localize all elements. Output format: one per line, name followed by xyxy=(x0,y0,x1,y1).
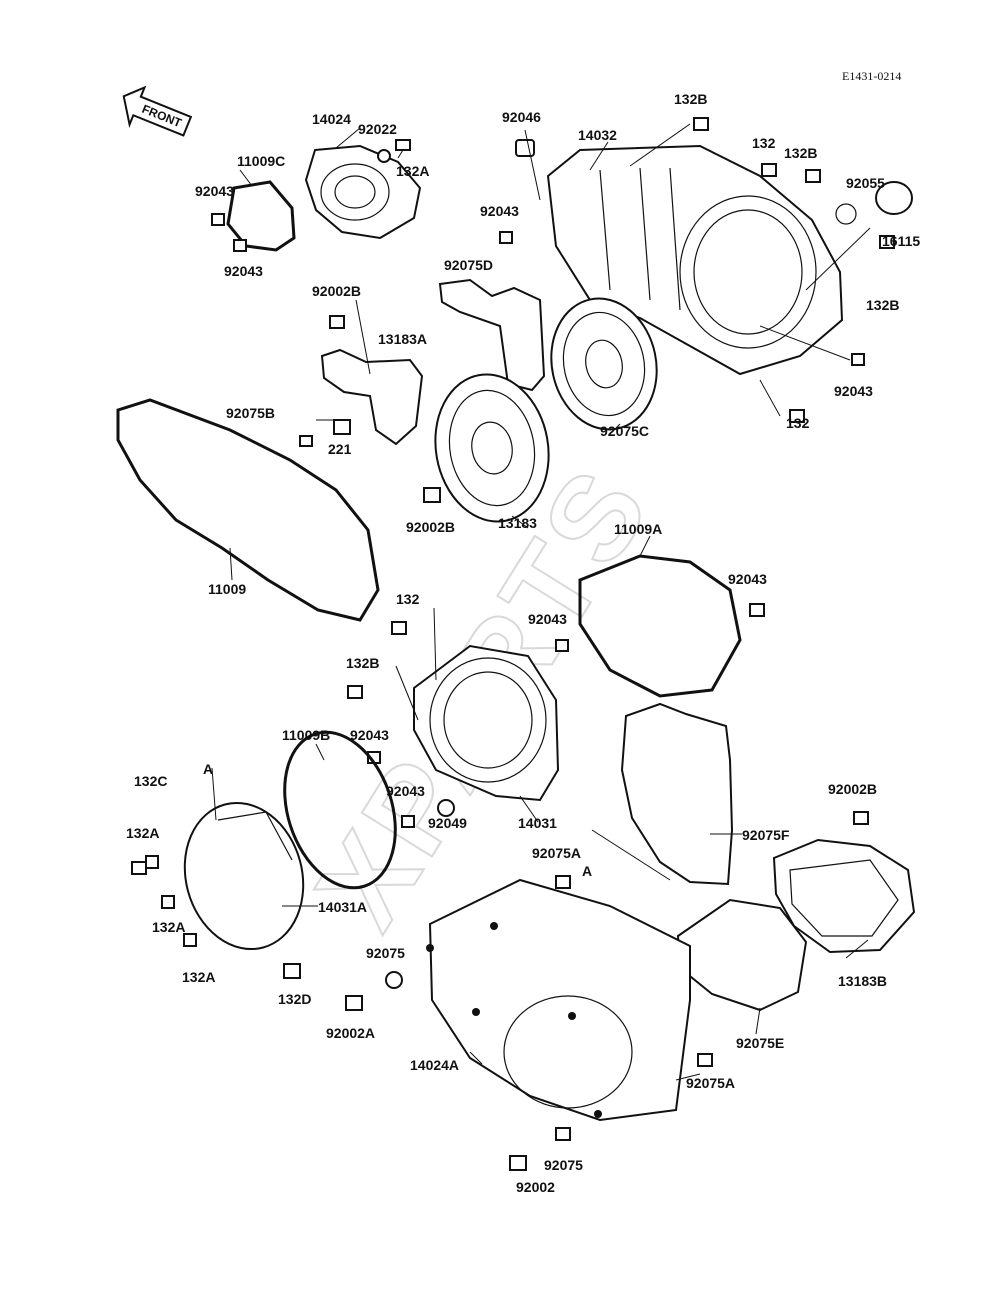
callout-label: 132C xyxy=(134,773,167,789)
callout-label: 132A xyxy=(182,969,215,985)
filter-92075c xyxy=(550,297,658,431)
callout-label: 92075B xyxy=(226,405,275,421)
callout-label: 92049 xyxy=(428,815,467,831)
gasket-11009c xyxy=(226,180,296,252)
bracket-92075d xyxy=(438,278,546,392)
callout-label: 92043 xyxy=(350,727,389,743)
callout-label: 13183B xyxy=(838,973,887,989)
callout-label: 11009 xyxy=(208,581,246,597)
callout-label: 132D xyxy=(278,991,311,1007)
callout-label: 132B xyxy=(346,655,379,671)
callout-label: 13183 xyxy=(498,515,537,531)
callout-label: 132 xyxy=(752,135,776,151)
callout-label: 92043 xyxy=(480,203,519,219)
gasket-11009 xyxy=(116,398,380,622)
callout-label: 14024 xyxy=(312,111,351,127)
callout-label: 221 xyxy=(328,441,352,457)
callout-label: 92022 xyxy=(358,121,397,137)
callout-label: 11009B xyxy=(282,727,330,743)
gasket-11009b xyxy=(283,730,397,890)
filter-13183b xyxy=(772,811,916,954)
callout-label: A xyxy=(203,761,213,777)
callout-label: 92075F xyxy=(742,827,790,843)
outer-cover-14024a xyxy=(426,878,691,1122)
callout-label: 92075D xyxy=(444,257,493,273)
callout-label: 132B xyxy=(784,145,817,161)
callout-label: 92046 xyxy=(502,109,541,125)
callout-label: 11009C xyxy=(237,153,285,169)
callout-label: 132B xyxy=(866,297,899,313)
callout-label: 92075C xyxy=(600,423,649,439)
callout-label: 132 xyxy=(396,591,420,607)
callout-label: 92002 xyxy=(516,1179,555,1195)
cover-14031a xyxy=(183,801,305,951)
bolt-icon-bottom xyxy=(345,875,713,1171)
callout-label: 92043 xyxy=(195,183,234,199)
callout-label: 92043 xyxy=(528,611,567,627)
callout-label: 92043 xyxy=(834,383,873,399)
plate-92075f xyxy=(620,702,734,886)
callout-label: 14031 xyxy=(518,815,557,831)
plate-92075e xyxy=(676,898,808,1012)
diagram-code: E1431-0214 xyxy=(842,69,901,83)
bracket-13183a xyxy=(320,348,424,446)
cover-14024 xyxy=(304,144,422,240)
callout-label: 11009A xyxy=(614,521,662,537)
leader-lines xyxy=(211,123,871,1081)
callout-label: 92075A xyxy=(686,1075,735,1091)
callout-label: 132B xyxy=(674,91,707,107)
callout-label: 13183A xyxy=(378,331,427,347)
callout-label: 92055 xyxy=(846,175,885,191)
callout-label: 14032 xyxy=(578,127,617,143)
callout-label: 92075E xyxy=(736,1035,784,1051)
bolt-icon-mid xyxy=(299,315,441,503)
bolt-icon xyxy=(211,139,411,252)
callout-label: 92002B xyxy=(828,781,877,797)
callout-label: 92075 xyxy=(366,945,405,961)
callout-label: 16115 xyxy=(882,233,920,249)
gasket-11009a xyxy=(578,554,742,698)
callout-label: 92002B xyxy=(312,283,361,299)
bolt-icon-top-right xyxy=(499,117,895,423)
filter-13183 xyxy=(434,373,550,523)
callout-label: 92075 xyxy=(544,1157,583,1173)
callout-label: 92043 xyxy=(386,783,425,799)
callout-label: 92075A xyxy=(532,845,581,861)
bolt-icon-left xyxy=(131,855,301,979)
cover-14031 xyxy=(413,644,560,802)
callout-label: 132A xyxy=(152,919,185,935)
callout-label: 132A xyxy=(126,825,159,841)
callout-label: 92043 xyxy=(224,263,263,279)
callout-label: 92043 xyxy=(728,571,767,587)
bolt-icon-right xyxy=(555,603,765,652)
front-arrow-icon: FRONT xyxy=(122,85,193,137)
callout-label: 14024A xyxy=(410,1057,459,1073)
callout-label: 132A xyxy=(396,163,429,179)
callout-label: 14031A xyxy=(318,899,367,915)
callouts: 132B 14024 92022 132A 11009C 92043 92043… xyxy=(126,91,920,1195)
bolt-icon-center xyxy=(347,621,455,828)
callout-label: 132 xyxy=(786,415,810,431)
callout-label: 92002B xyxy=(406,519,455,535)
callout-label: A xyxy=(582,863,592,879)
callout-label: 92002A xyxy=(326,1025,375,1041)
